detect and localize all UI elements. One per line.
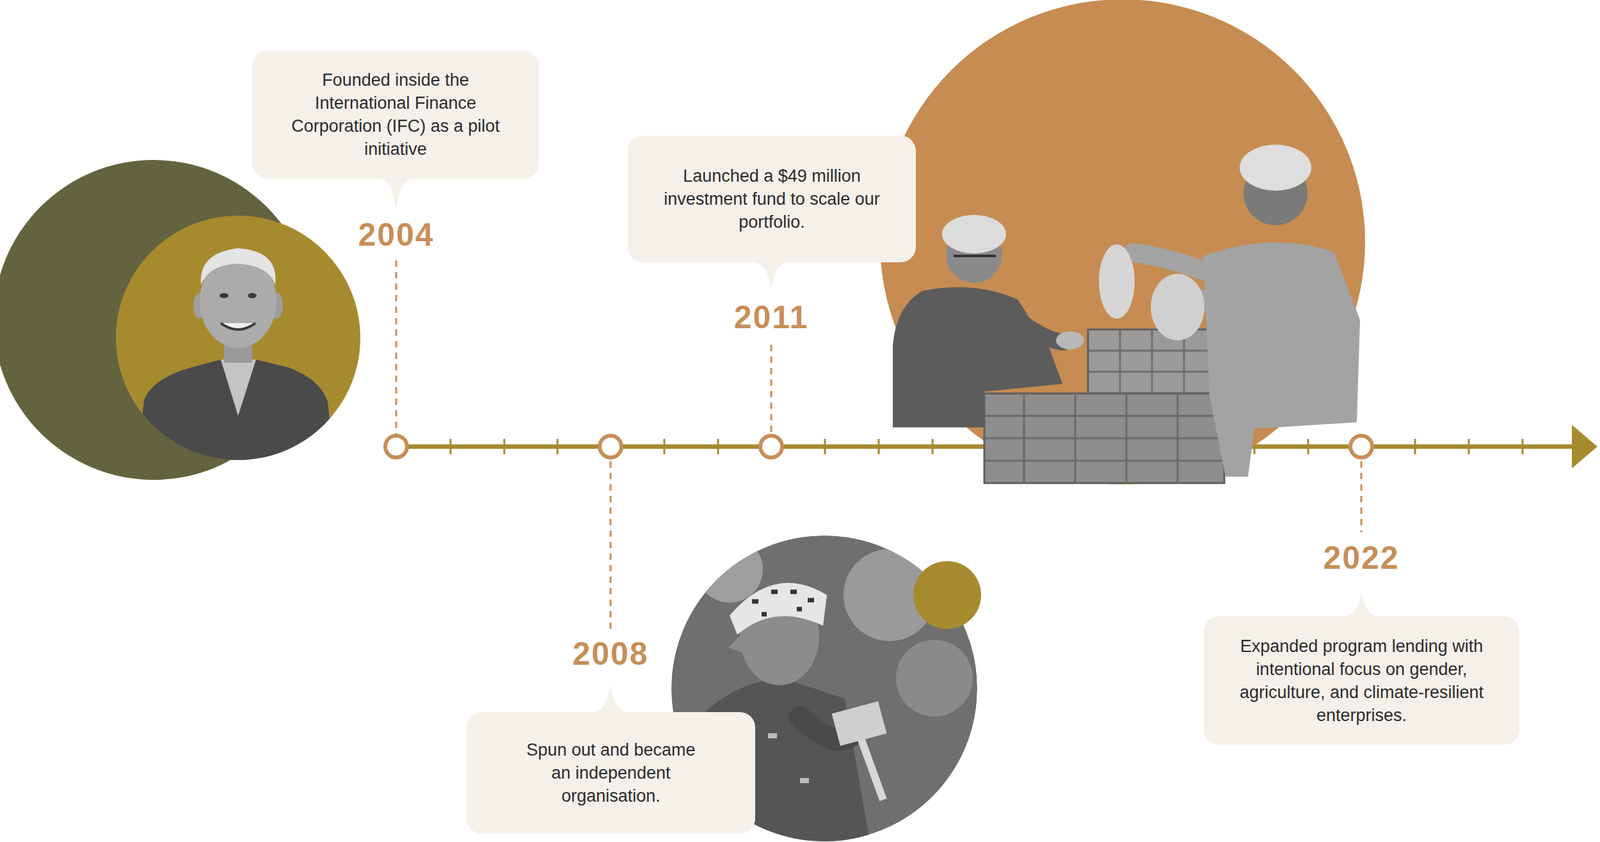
portrait-smile — [220, 323, 256, 330]
callout-body: Expanded program lending with intentiona… — [1229, 634, 1494, 728]
timeline-marker — [385, 435, 408, 458]
callout-box: 2022Expanded program lending with intent… — [1203, 616, 1520, 745]
portrait-eye — [219, 293, 229, 299]
timeline-marker — [760, 435, 783, 458]
callout-pointer-shape — [1338, 593, 1384, 617]
headband-pattern — [752, 592, 815, 615]
callout-box: 2011Launched a $49 million investment fu… — [627, 135, 916, 263]
timeline-marker — [599, 435, 622, 458]
worker-arm — [1132, 252, 1216, 276]
axis-arrowhead — [1571, 424, 1598, 469]
year-label: 2008 — [572, 638, 649, 671]
callout-pointer-shape — [588, 684, 633, 713]
gold-dot — [913, 561, 982, 630]
foliage — [896, 640, 973, 717]
crate-slats — [1088, 329, 1220, 394]
worker-glasses — [953, 254, 996, 258]
callout-box: 2008Spun out and became an independent o… — [466, 712, 756, 834]
headband — [729, 583, 827, 635]
portrait-hair — [200, 248, 276, 285]
callout-body: Spun out and became an independent organ… — [520, 738, 701, 808]
worker-hairnet — [942, 215, 1007, 254]
callout-body: Founded inside the International Finance… — [287, 68, 504, 161]
portrait-shirt — [220, 359, 256, 416]
hammer-head — [832, 701, 888, 747]
foliage — [696, 536, 763, 603]
callout-pointer — [1338, 593, 1384, 617]
milestone-text: Spun out and became an independent organ… — [520, 738, 701, 808]
worker-arm — [1017, 320, 1063, 343]
milestone-text: Launched a $49 million investment fund t… — [659, 164, 884, 234]
milestone-text: Founded inside the International Finance… — [287, 68, 504, 161]
callout-pointer — [373, 177, 419, 210]
callout-pointer-shape — [748, 261, 794, 290]
callout-pointer — [588, 684, 633, 713]
worker-hairnet — [1239, 144, 1312, 191]
crate-slats — [984, 393, 1225, 484]
year-label: 2004 — [357, 218, 434, 251]
dashed-leader — [396, 260, 1362, 631]
portrait-suit — [137, 359, 335, 461]
orange-circle — [880, 0, 1366, 485]
worker-hand — [1056, 331, 1085, 350]
craftsman-nose — [728, 633, 743, 653]
milestone-text: Expanded program lending with intentiona… — [1229, 634, 1494, 728]
crate — [1088, 329, 1220, 394]
callout-box: 2004Founded inside the International Fin… — [252, 50, 539, 179]
gold-circle — [115, 215, 361, 461]
year-label: 2011 — [734, 301, 809, 334]
callout-body: Launched a $49 million investment fund t… — [659, 164, 884, 234]
banana-bunch — [1150, 273, 1205, 341]
worker-coat — [1203, 242, 1360, 477]
timeline-marker — [1350, 435, 1373, 458]
banana-bunch — [1098, 244, 1135, 319]
crate — [984, 393, 1225, 484]
portrait-eye — [247, 293, 257, 299]
callout-pointer-shape — [373, 177, 419, 210]
year-label: 2022 — [1322, 542, 1400, 575]
callout-pointer — [748, 261, 794, 290]
